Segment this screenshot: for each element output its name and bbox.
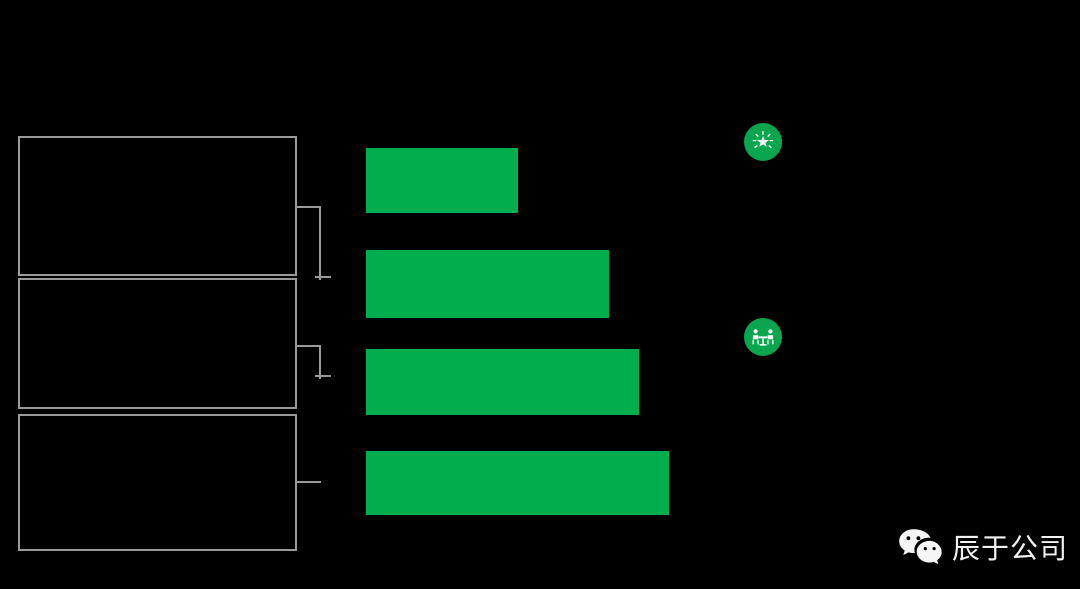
connector-bracket-middle-stub: [315, 375, 331, 377]
meeting-table-icon: [750, 324, 776, 350]
connector-stub-bottom: [297, 481, 321, 483]
connector-bracket-top: [297, 206, 321, 280]
badge-sparkle[interactable]: [744, 123, 782, 161]
label-box-2: [18, 278, 297, 409]
label-box-1: [18, 136, 297, 276]
watermark: 辰于公司: [897, 527, 1068, 567]
badge-meeting[interactable]: [744, 318, 782, 356]
bar-3: [366, 349, 639, 415]
bar-2: [366, 250, 609, 318]
watermark-text: 辰于公司: [951, 532, 1068, 565]
connector-bracket-middle: [297, 345, 321, 379]
bar-1: [366, 148, 518, 213]
bar-4: [366, 451, 669, 515]
sparkle-star-icon: [750, 129, 776, 155]
label-box-3: [18, 414, 297, 551]
wechat-logo-icon: [897, 527, 943, 567]
connector-bracket-top-stub: [315, 276, 331, 278]
